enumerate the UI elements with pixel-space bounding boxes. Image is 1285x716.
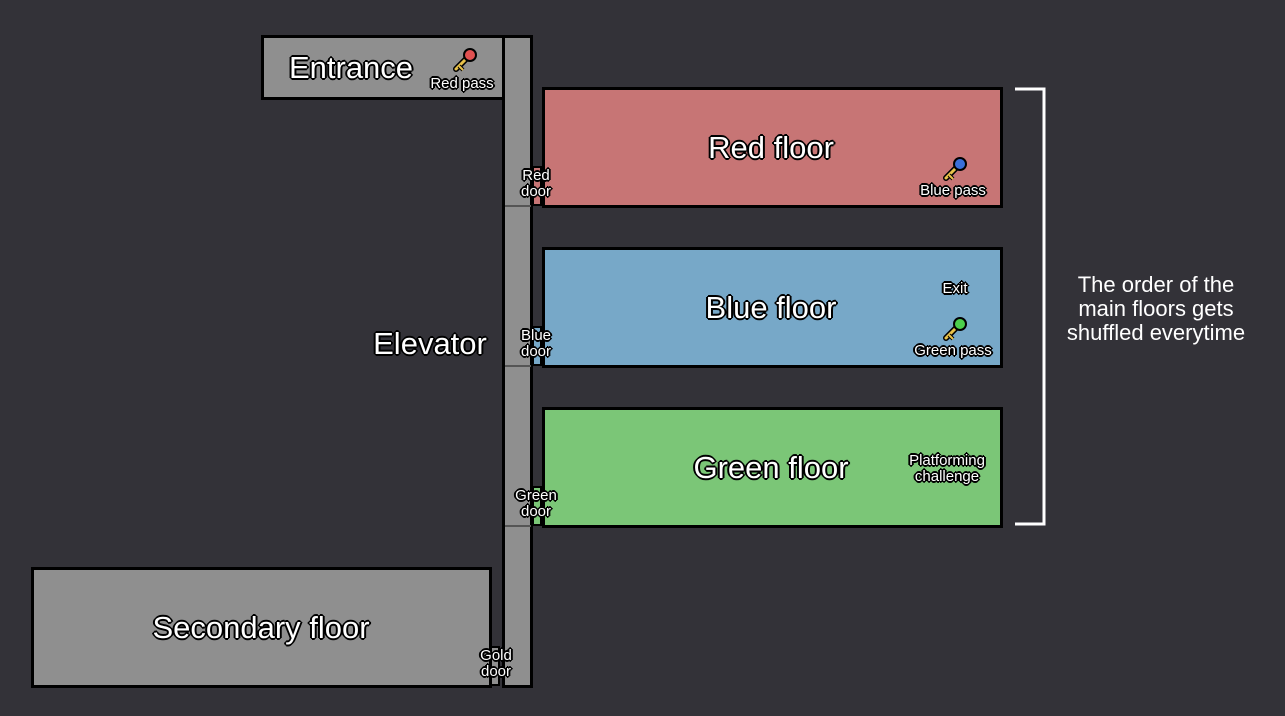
- blue-door-label: Blue door: [521, 328, 551, 360]
- red-door-label: Red door: [521, 168, 551, 200]
- secondary-floor-label: Secondary floor: [152, 610, 370, 645]
- elevator-divider: [505, 205, 531, 207]
- green-floor-room: [542, 407, 1003, 528]
- blue-door: [532, 326, 542, 366]
- red-pass-label: Red pass: [430, 75, 494, 92]
- blue-pass-label: Blue pass: [920, 182, 986, 199]
- blue-floor-room: [542, 247, 1003, 368]
- red-floor-room: [542, 87, 1003, 208]
- note-line-1: The order of the: [1077, 272, 1235, 297]
- red-key-icon: [453, 48, 477, 72]
- shuffle-note: The order of the main floors gets shuffl…: [1067, 273, 1245, 345]
- elevator-divider: [505, 525, 531, 527]
- red-floor-label: Red floor: [708, 130, 834, 165]
- green-door: [532, 486, 542, 526]
- note-line-3: shuffled everytime: [1066, 320, 1246, 345]
- green-key-icon: [943, 317, 967, 341]
- elevator-divider: [505, 365, 531, 367]
- green-door-line-1: Green: [515, 487, 557, 504]
- blue-key-icon: [943, 157, 967, 181]
- platforming-challenge-label: Platforming challenge: [909, 453, 985, 485]
- entrance-label: Entrance: [288, 50, 414, 85]
- floors-bracket: [1015, 87, 1046, 526]
- platforming-line-2: challenge: [914, 468, 980, 485]
- gold-door-line-1: Gold: [480, 647, 512, 664]
- blue-door-line-1: Blue: [520, 327, 552, 344]
- gold-door-label: Gold door: [480, 648, 512, 680]
- green-door-label: Green door: [515, 488, 557, 520]
- blue-door-line-2: door: [520, 343, 552, 360]
- exit-label: Exit: [942, 280, 968, 297]
- blue-floor-label: Blue floor: [705, 290, 837, 325]
- gold-door-line-2: door: [480, 663, 512, 680]
- elevator-label: Elevator: [373, 326, 487, 361]
- note-line-2: main floors gets: [1078, 296, 1234, 321]
- entrance-room: [261, 35, 505, 100]
- red-door-line-1: Red: [522, 167, 550, 184]
- green-door-line-2: door: [520, 503, 552, 520]
- gold-door: [490, 646, 500, 686]
- platforming-line-1: Platforming: [909, 452, 985, 469]
- red-door-line-2: door: [520, 183, 552, 200]
- red-door: [532, 166, 542, 206]
- secondary-floor-room: [31, 567, 492, 688]
- green-pass-label: Green pass: [914, 342, 992, 359]
- elevator-shaft: [502, 35, 533, 688]
- green-floor-label: Green floor: [693, 450, 849, 485]
